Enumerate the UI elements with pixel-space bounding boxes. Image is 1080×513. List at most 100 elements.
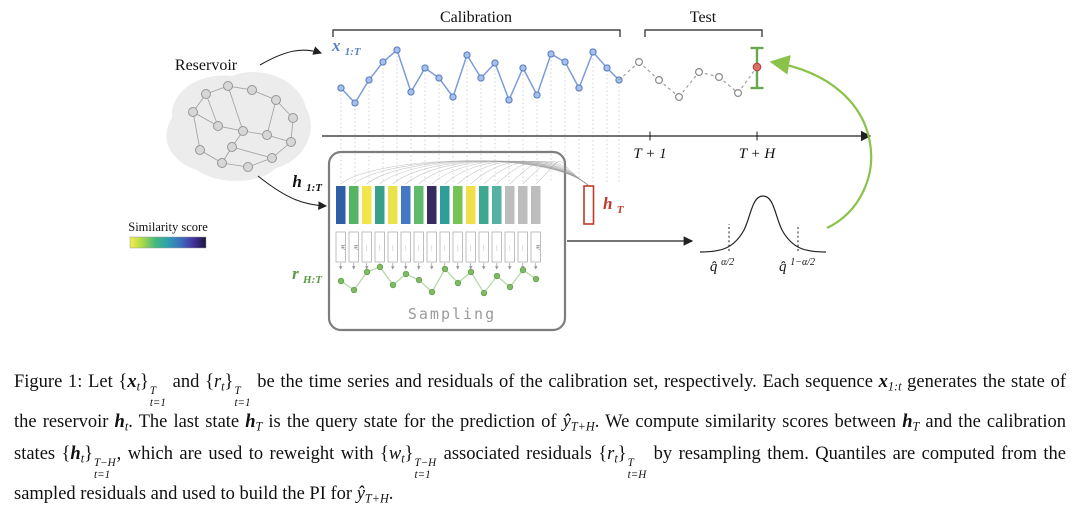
quantile-to-interval-arrow: [769, 55, 873, 229]
residual-point: [350, 286, 358, 294]
reservoir-node: [271, 95, 281, 105]
weight-ellipsis: ⋮: [429, 244, 436, 252]
calibration-point: [407, 88, 415, 96]
calibration-point: [547, 50, 555, 58]
residual-point: [363, 268, 371, 276]
reservoir-node: [238, 126, 248, 136]
state-bar: [349, 186, 359, 224]
weight-box: [491, 231, 502, 263]
weight-ellipsis: ⋮: [507, 244, 514, 252]
state-bar: [375, 186, 385, 224]
calibration-point: [449, 93, 457, 101]
similarity-colorbar: [129, 236, 207, 249]
similarity-fan: [340, 160, 589, 186]
calibration-point: [575, 84, 583, 92]
test-bracket: [644, 29, 763, 37]
residual-point: [493, 272, 501, 280]
weight-box: [400, 231, 411, 263]
caption-segment: T+H: [570, 419, 595, 434]
test-point: [694, 67, 703, 76]
query-state-label: h T: [603, 194, 625, 216]
residual-label-sub: H:T: [302, 274, 323, 286]
caption-segment: T: [255, 419, 263, 434]
test-connector: [658, 79, 680, 98]
residual-label-base: r: [292, 264, 299, 283]
quantile-high-base: q̂: [779, 259, 787, 275]
weight-box: [465, 231, 476, 263]
weight-box: [504, 231, 515, 263]
query-state-label-base: h: [603, 194, 612, 213]
weight-box: [517, 231, 528, 263]
weight-box: [361, 231, 372, 263]
quantile-high-label: q̂ 1−α/2: [779, 257, 815, 275]
state-bar-gray: [505, 186, 515, 224]
reservoir-node: [227, 142, 237, 152]
weight-box: [387, 231, 398, 263]
weight-box: [413, 231, 424, 263]
calibration-point: [393, 46, 401, 54]
state-bar-gray: [531, 186, 541, 224]
caption-segment: w: [388, 443, 402, 464]
weight-ellipsis: ⋮: [442, 244, 449, 252]
state-bar: [440, 186, 450, 224]
caption-segment: be the time series and residuals of the …: [251, 371, 879, 392]
state-bar: [362, 186, 372, 224]
state-bar: [336, 186, 346, 224]
test-point: [674, 92, 683, 101]
test-point: [714, 72, 723, 81]
residual-point: [467, 268, 475, 276]
weight-ellipsis: ⋮: [364, 244, 371, 252]
caption-segment: generates the state of the reservoir: [14, 371, 1066, 433]
x-series-label-sub: 1:T: [345, 46, 362, 58]
reservoir-edge: [265, 99, 277, 136]
state-bar: [414, 186, 424, 224]
residual-series: [337, 263, 540, 297]
calibration-point: [533, 91, 541, 99]
calibration-point: [421, 64, 429, 72]
caption-segment: t: [124, 419, 129, 434]
reservoir-node: [286, 137, 296, 147]
caption-segment: .: [388, 484, 394, 505]
weight-ellipsis: ⋮: [481, 244, 488, 252]
calibration-point: [519, 64, 527, 72]
calibration-label: Calibration: [440, 9, 512, 26]
reservoir-node: [243, 162, 253, 172]
calibration-point: [589, 48, 597, 56]
caption-segment: }: [139, 371, 149, 392]
axis-label-t-plus-1: T + 1: [633, 146, 666, 162]
calibration-point: [435, 74, 443, 82]
caption-segment: ŷ: [356, 484, 365, 505]
h-states-label: h 1:T: [292, 172, 323, 194]
caption-segment: and {: [166, 371, 214, 392]
calibration-bracket: [332, 29, 621, 37]
calibration-point: [491, 59, 499, 67]
weight-label: w: [352, 244, 361, 250]
calibration-point: [561, 58, 569, 66]
test-connector: [638, 61, 660, 81]
quantile-low-base: q̂: [710, 259, 718, 275]
x-series-label-base: x: [331, 36, 341, 55]
calibration-series: [337, 46, 623, 107]
residual-point: [480, 289, 488, 297]
residual-distribution-curve: [699, 195, 827, 253]
weight-ellipsis: ⋮: [390, 244, 397, 252]
query-state-label-sub: T: [617, 204, 625, 216]
calibration-point: [463, 51, 471, 59]
calibration-point: [337, 84, 345, 92]
calibration-point: [365, 76, 373, 84]
reservoir-node: [217, 158, 227, 168]
reservoir-node: [188, 107, 198, 117]
weight-box: [426, 231, 437, 263]
state-bar: [453, 186, 463, 224]
caption-segment: ŷ: [562, 412, 571, 433]
test-point: [733, 88, 742, 97]
axis-label-t-plus-H: T + H: [739, 146, 777, 162]
sampling-box: [327, 150, 567, 332]
caption-segment: }: [224, 371, 234, 392]
